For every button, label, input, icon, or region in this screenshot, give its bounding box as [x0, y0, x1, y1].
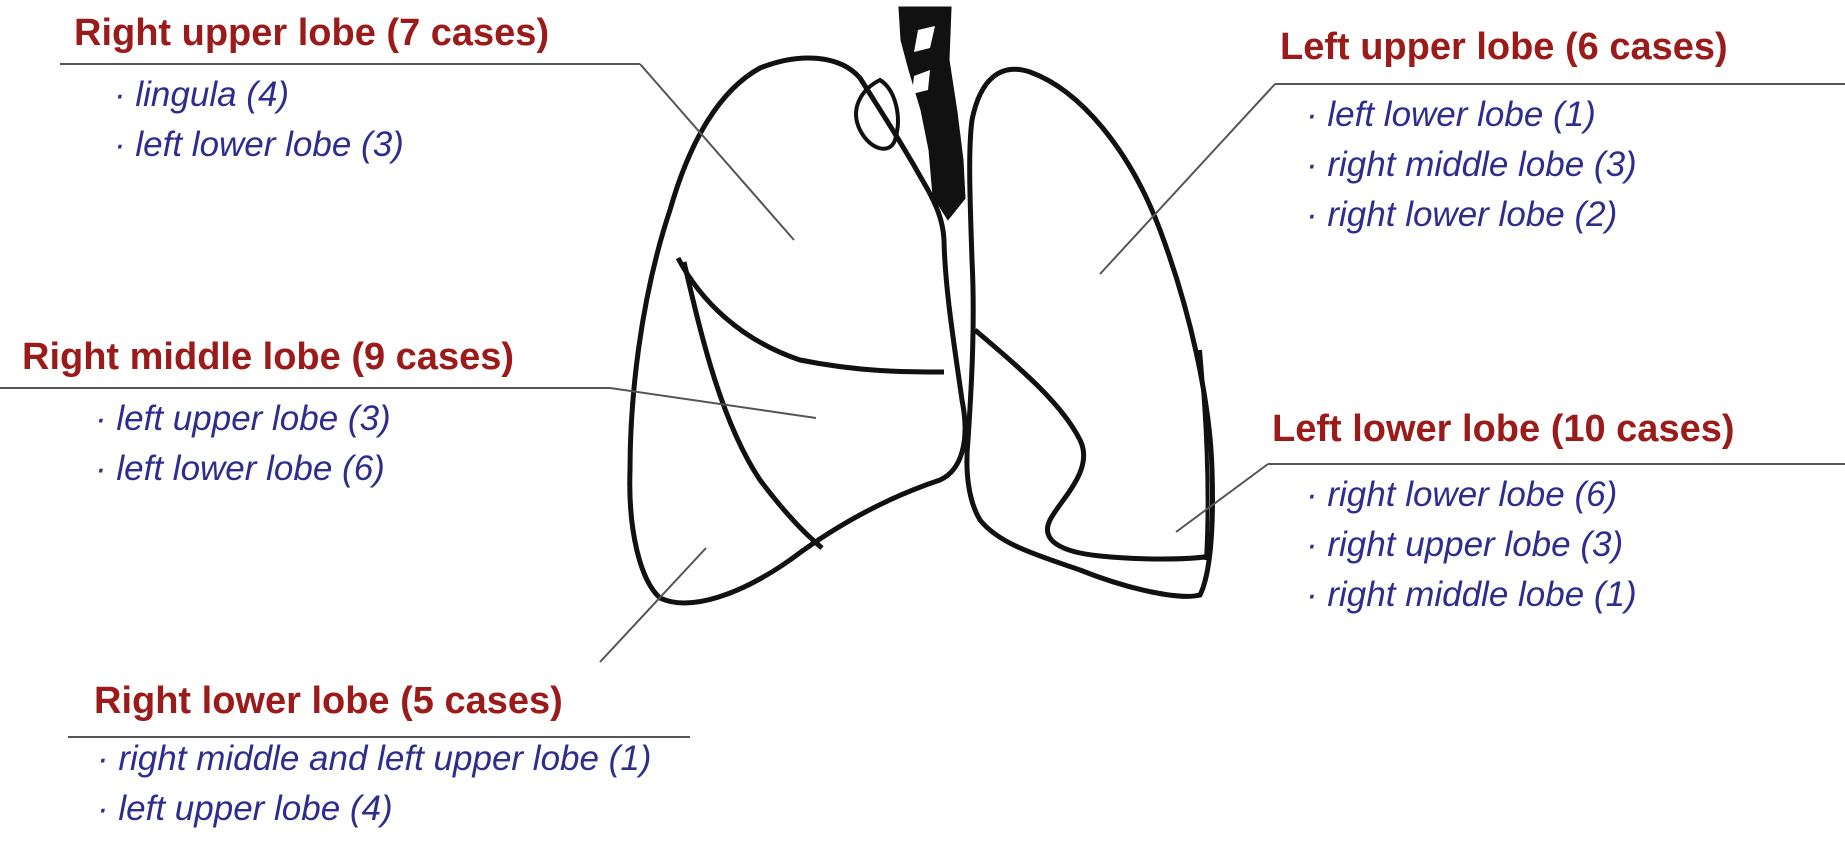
- list-item: · left lower lobe (6): [95, 444, 514, 494]
- left-lung-outline: [967, 69, 1213, 596]
- leader-left-upper: [1100, 84, 1275, 274]
- right-lung-notch: [856, 80, 898, 149]
- leader-right-middle: [610, 388, 816, 418]
- region-heading: Left upper lobe (6 cases): [1280, 26, 1728, 70]
- right-lung-oblique-fissure: [684, 262, 822, 548]
- leader-left-lower: [1176, 464, 1268, 532]
- region-left-upper: Left upper lobe (6 cases) · left lower l…: [1280, 26, 1728, 240]
- list-item: · lingula (4): [114, 70, 549, 120]
- list-item: · right middle lobe (3): [1306, 140, 1728, 190]
- list-item: · left upper lobe (3): [95, 394, 514, 444]
- region-right-lower: Right lower lobe (5 cases) · right middl…: [94, 680, 651, 834]
- trachea: [900, 8, 964, 218]
- region-left-lower: Left lower lobe (10 cases) · right lower…: [1272, 408, 1735, 620]
- list-item: · right lower lobe (6): [1306, 470, 1735, 520]
- list-item: · right upper lobe (3): [1306, 520, 1735, 570]
- region-right-upper: Right upper lobe (7 cases) · lingula (4)…: [74, 12, 549, 170]
- list-item: · right middle lobe (1): [1306, 570, 1735, 620]
- left-lung-lateral-fissure: [1200, 350, 1208, 560]
- region-right-middle: Right middle lobe (9 cases) · left upper…: [22, 336, 514, 494]
- list-item: · left upper lobe (4): [97, 784, 651, 834]
- left-lung-oblique-fissure: [975, 330, 1210, 559]
- region-heading: Right lower lobe (5 cases): [94, 680, 651, 724]
- list-item: · left lower lobe (1): [1306, 90, 1728, 140]
- region-heading: Left lower lobe (10 cases): [1272, 408, 1735, 452]
- list-item: · left lower lobe (3): [114, 120, 549, 170]
- leader-right-upper: [640, 64, 794, 240]
- list-item: · right lower lobe (2): [1306, 190, 1728, 240]
- region-heading: Right upper lobe (7 cases): [74, 12, 549, 56]
- list-item: · right middle and left upper lobe (1): [97, 734, 651, 784]
- right-lung-horizontal-fissure: [678, 258, 944, 372]
- region-heading: Right middle lobe (9 cases): [22, 336, 514, 380]
